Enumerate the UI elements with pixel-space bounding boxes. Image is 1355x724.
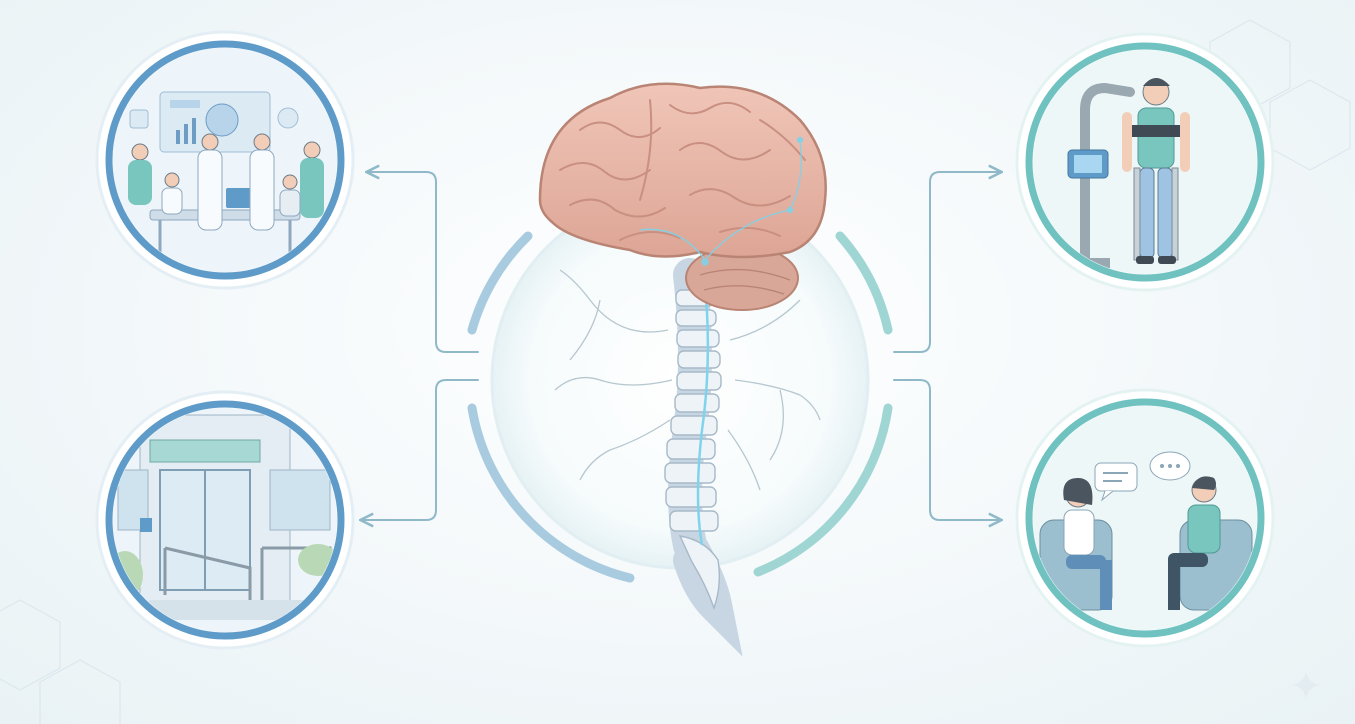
panel-counseling	[1017, 390, 1273, 646]
arrow-to-accessibility	[362, 380, 478, 520]
central-hub	[472, 84, 888, 608]
arrow-to-care-team	[368, 172, 478, 352]
panel-accessibility	[97, 392, 353, 648]
arrow-to-counseling	[894, 380, 1000, 520]
panel-care-team	[97, 32, 353, 288]
panel-rehab-robotics	[1017, 34, 1273, 290]
sparkle-icon	[1291, 670, 1321, 700]
arrow-to-rehab-robotics	[894, 172, 1000, 352]
